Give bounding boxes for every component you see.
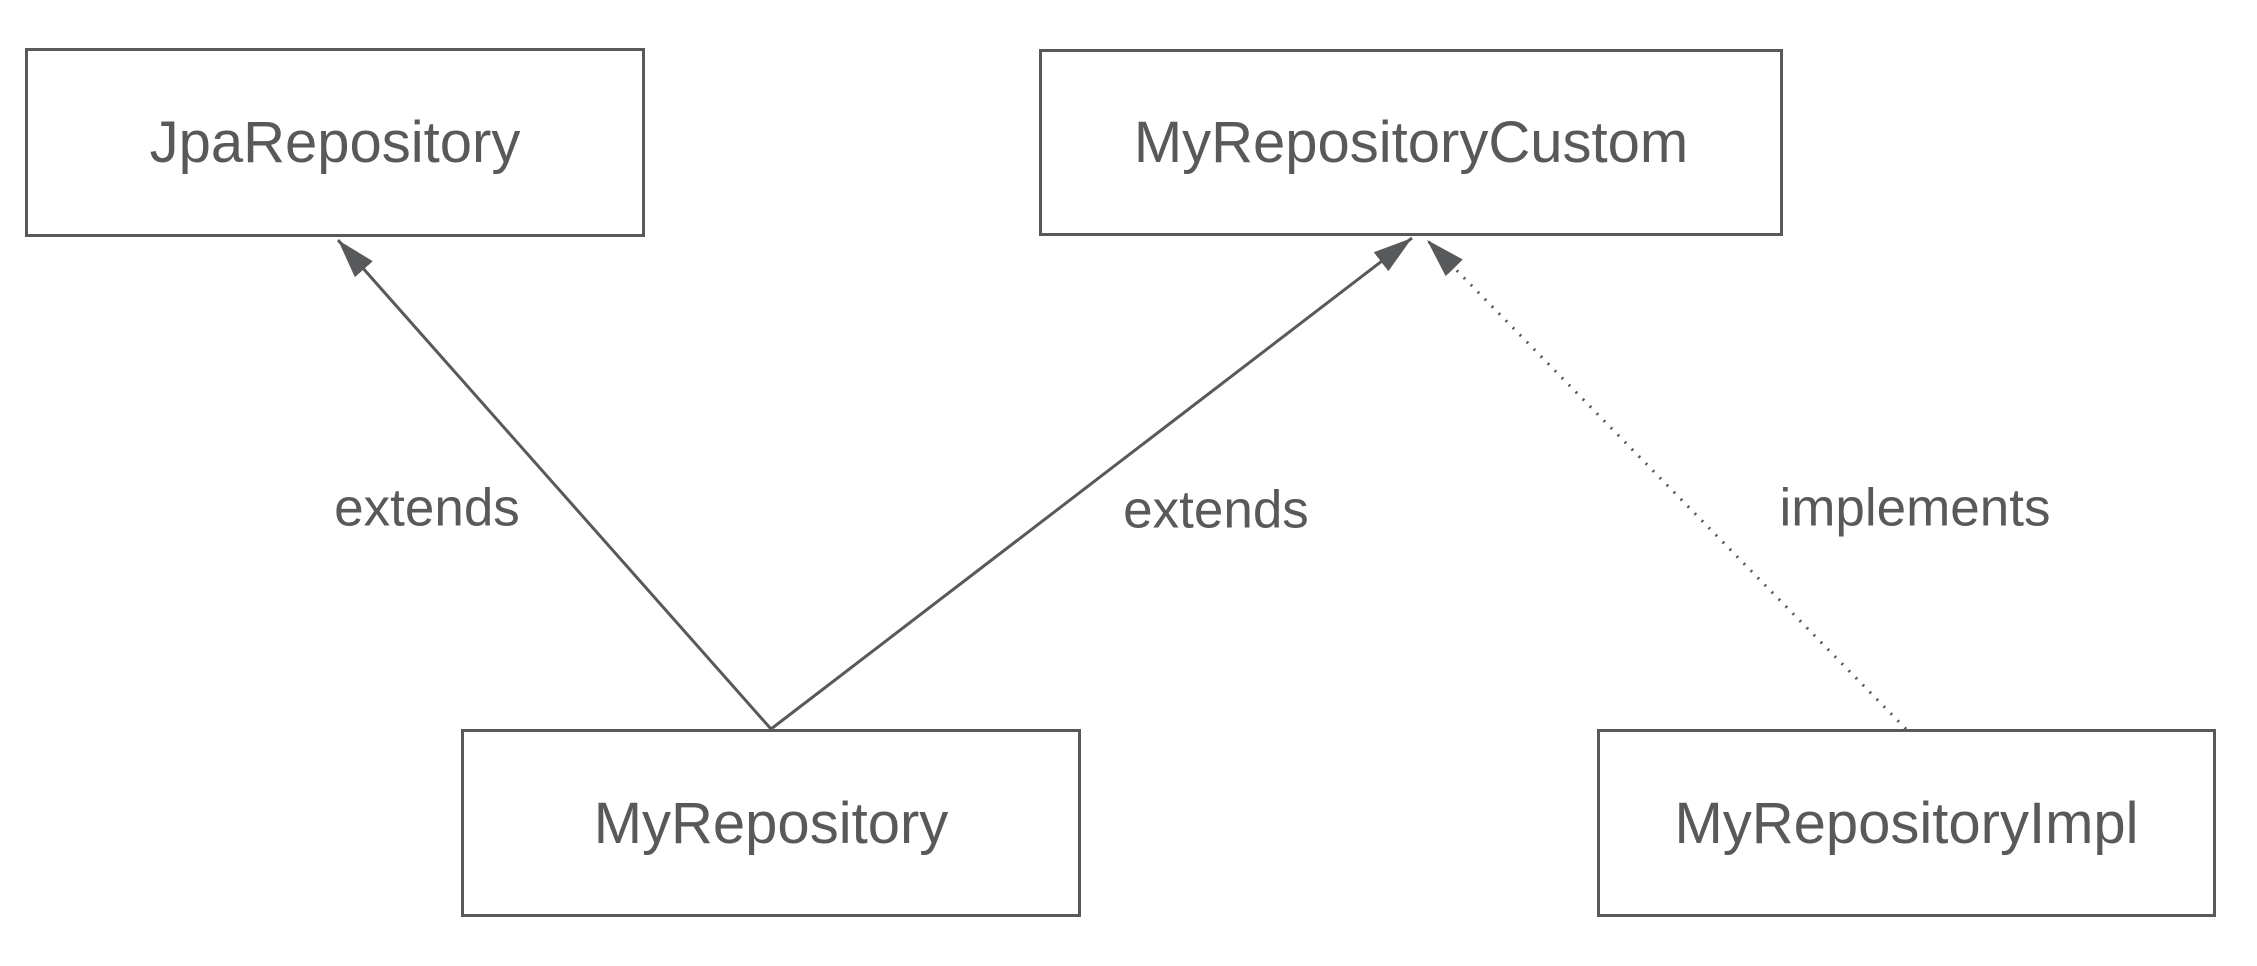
class-name-myrepositorycustom: MyRepositoryCustom xyxy=(1133,110,1689,175)
class-box-myrepository: MyRepository xyxy=(461,729,1081,917)
edge-label-extends-myrepositorycustom: extends xyxy=(1123,480,1309,540)
edge-label-extends-jparepository: extends xyxy=(334,478,520,538)
class-name-myrepository: MyRepository xyxy=(593,790,949,856)
edge-extends-to-myrepositorycustom xyxy=(770,236,1413,731)
edge-label-implements-myrepositorycustom: implements xyxy=(1779,478,2051,538)
class-name-jparepository: JpaRepository xyxy=(149,110,521,175)
class-box-myrepositorycustom: MyRepositoryCustom xyxy=(1039,49,1783,236)
class-box-jparepository: JpaRepository xyxy=(25,48,645,237)
class-box-myrepositoryimpl: MyRepositoryImpl xyxy=(1597,729,2216,917)
class-name-myrepositoryimpl: MyRepositoryImpl xyxy=(1674,790,2139,856)
